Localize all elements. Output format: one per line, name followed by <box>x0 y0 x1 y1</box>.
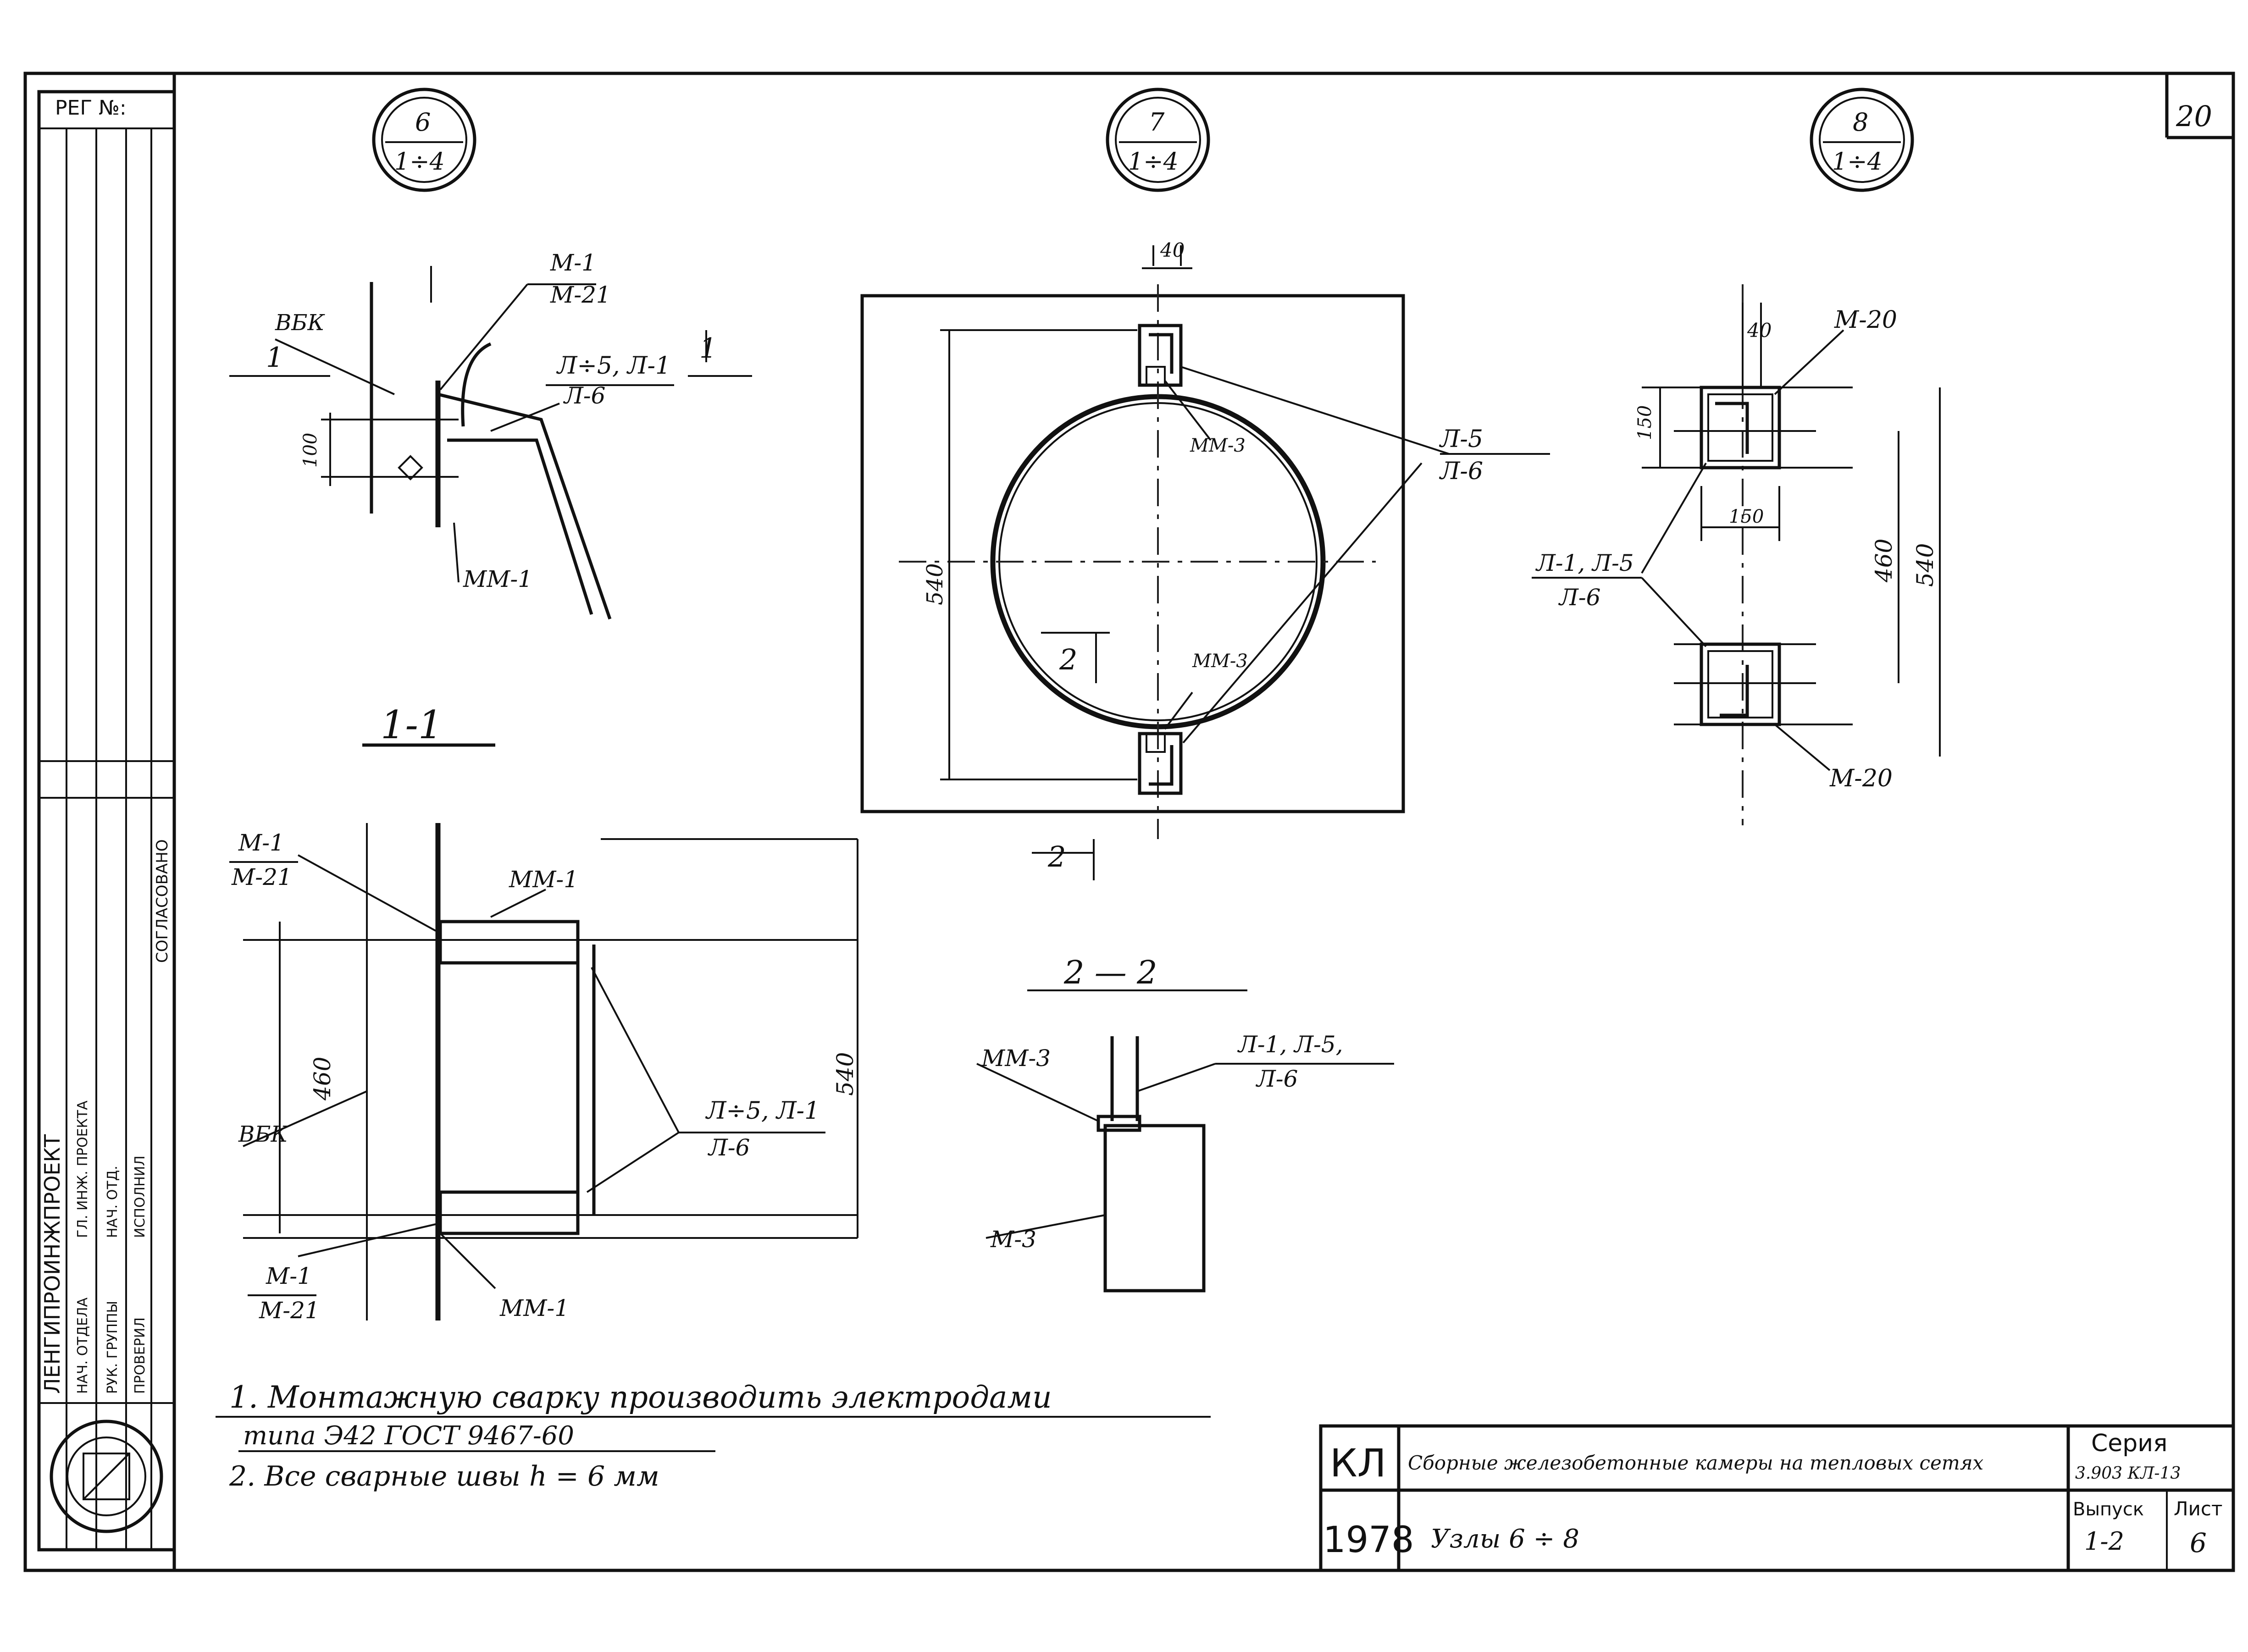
section11-mm1-bot: ММ-1 <box>499 1295 569 1321</box>
node6-l6: Л-6 <box>563 382 605 409</box>
node8-dim150: 150 <box>1634 405 1656 440</box>
tb-title: Сборные железобетонные камеры на тепловы… <box>1408 1452 1984 1474</box>
stamp-line-1: НАЧ. ОТДЕЛА <box>75 1297 91 1394</box>
node6-mm1: ММ-1 <box>463 566 532 592</box>
section11-mm1-top: ММ-1 <box>509 866 578 893</box>
node-6-num: 6 <box>415 108 431 137</box>
reg-label: РЕГ №: <box>55 96 127 120</box>
section11-m1-top: М-1 <box>238 829 284 856</box>
stamp-line-7: СОГЛАСОВАНО <box>153 840 172 963</box>
stamp-line-6: ИСПОЛНИЛ <box>132 1155 148 1238</box>
tb-year: 1978 <box>1323 1519 1414 1561</box>
node7-dim40: 40 <box>1160 239 1185 261</box>
node6-dim100: 100 <box>300 433 321 468</box>
section11-m1-bot: М-1 <box>266 1263 312 1289</box>
node6-cut-left: 1 <box>266 342 283 374</box>
node8-l6: Л-6 <box>1558 584 1600 611</box>
node6-m21: М-21 <box>550 282 611 308</box>
section11-l6: Л-6 <box>707 1134 750 1161</box>
section11-vbk: ВБК <box>238 1122 289 1147</box>
node8-m20-bottom: М-20 <box>1829 765 1893 792</box>
node8-dim460: 460 <box>1871 539 1897 583</box>
institute-emblem <box>50 1420 163 1533</box>
section22-l1: Л-1, Л-5, <box>1237 1031 1343 1058</box>
stamp-line-5: ПРОВЕРИЛ <box>132 1317 148 1394</box>
stamp-line-0: ЛЕНГИПРОИНЖПРОЕКТ <box>40 1134 65 1394</box>
note-1b: типа Э42 ГОСТ 9467-60 <box>243 1421 574 1451</box>
section22-title: 2 — 2 <box>1063 954 1157 991</box>
note-1: 1. Монтажную сварку производить электрод… <box>229 1380 1052 1415</box>
sheet-border <box>23 72 2235 1572</box>
tb-sheet-value: 6 <box>2190 1527 2207 1558</box>
node-7-range: 1÷4 <box>1128 148 1179 176</box>
section11-m21-top: М-21 <box>231 864 292 890</box>
tb-code: КЛ <box>1330 1441 1386 1486</box>
node-marker-6: 6 1÷4 <box>372 88 476 192</box>
note-2: 2. Все сварные швы h = 6 мм <box>229 1460 659 1492</box>
node7-cut2b: 2 <box>1047 840 1066 873</box>
node6-m1: М-1 <box>550 249 596 276</box>
tb-issue-label: Выпуск <box>2073 1499 2144 1520</box>
sheet-number: 20 <box>2176 99 2212 133</box>
node-6-detail: ВБК М-1 М-21 Л÷5, Л-1 Л-6 ММ-1 1 1 100 <box>229 249 752 620</box>
section11-l5: Л÷5, Л-1 <box>705 1097 819 1125</box>
section11-title: 1-1 <box>381 702 443 747</box>
node-marker-8: 8 1÷4 <box>1810 88 1914 192</box>
section-1-1: 1-1 М-1 М-21 ММ-1 ВБК 460 540 Л÷5, Л-1 Л… <box>229 702 858 1324</box>
tb-series-value: 3.903 КЛ-13 <box>2075 1464 2181 1483</box>
section11-m21-bot: М-21 <box>259 1297 320 1324</box>
tb-series-label: Серия <box>2091 1430 2167 1457</box>
node6-vbk: ВБК <box>275 310 326 336</box>
node-8-num: 8 <box>1853 108 1868 137</box>
node8-dim540: 540 <box>1912 543 1938 587</box>
node-6-range: 1÷4 <box>394 148 445 176</box>
notes: 1. Монтажную сварку производить электрод… <box>216 1380 1211 1492</box>
tb-subtitle: Узлы 6 ÷ 8 <box>1431 1524 1579 1554</box>
section11-dim460: 460 <box>309 1057 336 1101</box>
stamp-line-4: НАЧ. ОТД. <box>105 1166 121 1238</box>
node7-l6: Л-6 <box>1439 458 1483 485</box>
node8-m20-top: М-20 <box>1834 306 1897 334</box>
node-marker-7: 7 1÷4 <box>1106 88 1210 192</box>
section22-l6: Л-6 <box>1255 1066 1298 1092</box>
section-2-2: 2 — 2 ММ-3 М-3 Л-1, Л-5, Л-6 <box>976 954 1394 1293</box>
stamp-line-3: РУК. ГРУППЫ <box>105 1301 121 1394</box>
node7-mm3-top: ММ-3 <box>1190 435 1246 456</box>
node8-l1: Л-1, Л-5 <box>1535 550 1634 576</box>
node6-cut-right: 1 <box>699 332 717 365</box>
tb-sheet-label: Лист <box>2174 1497 2222 1520</box>
node7-l5: Л-5 <box>1439 425 1483 453</box>
section22-mm3: ММ-3 <box>981 1045 1051 1072</box>
node-8-range: 1÷4 <box>1832 148 1883 176</box>
node6-l5: Л÷5, Л-1 <box>556 352 670 380</box>
node8-dim40: 40 <box>1747 319 1772 342</box>
title-block: КЛ 1978 Сборные железобетонные камеры на… <box>1319 1424 2235 1572</box>
node-8-detail: 40 150 150 460 540 М-20 М-20 Л-1, Л-5 Л-… <box>1532 284 1941 825</box>
section22-m3: М-3 <box>990 1226 1036 1253</box>
node7-mm3-bottom: ММ-3 <box>1192 651 1248 672</box>
sheet-number-box: 20 <box>2165 73 2233 139</box>
node7-dim540: 540 <box>922 563 948 605</box>
stamp-line-2: ГЛ. ИНЖ. ПРОЕКТА <box>75 1100 91 1238</box>
left-stamp: РЕГ №: ЛЕНГИПРОИНЖПРОЕКТ НАЧ. ОТДЕЛА ГЛ.… <box>37 90 176 1552</box>
node7-cut2: 2 <box>1059 643 1077 676</box>
tb-issue-value: 1-2 <box>2084 1527 2124 1556</box>
section11-dim540: 540 <box>832 1052 858 1096</box>
node-7-detail: 40 540 ММ-3 ММ-3 Л-5 Л-6 2 2 <box>860 239 1550 880</box>
node-7-num: 7 <box>1149 108 1165 137</box>
node8-dim150b: 150 <box>1729 506 1764 527</box>
